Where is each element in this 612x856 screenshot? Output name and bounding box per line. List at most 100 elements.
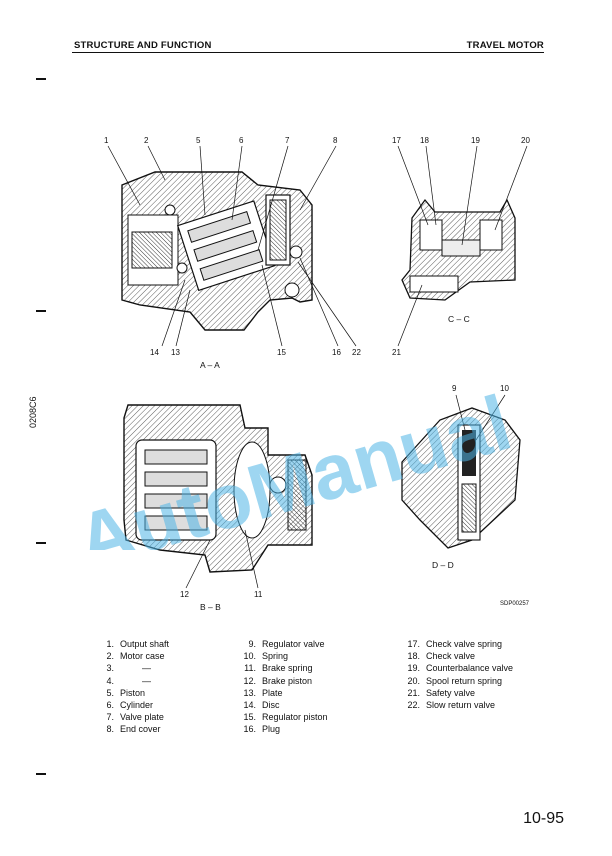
- legend-text: Spring: [262, 651, 289, 662]
- legend-text: Safety valve: [426, 687, 476, 698]
- legend-number: 10.: [243, 651, 256, 662]
- legend-number: 22.: [407, 700, 420, 711]
- legend-text: Regulator piston: [262, 712, 328, 723]
- section-title-cc: C – C: [448, 314, 470, 324]
- margin-mark: [36, 542, 46, 544]
- legend-number: 15.: [243, 712, 256, 723]
- legend-item: 5. Piston: [96, 687, 169, 699]
- legend-item: 11. Brake spring: [238, 662, 328, 674]
- callout-label: 9: [452, 384, 457, 393]
- legend-number: 9.: [248, 639, 256, 649]
- legend-item: 15. Regulator piston: [238, 711, 328, 723]
- legend-item: 4.—: [96, 675, 169, 687]
- chapter-header: TRAVEL MOTOR: [466, 40, 544, 51]
- legend-number: 3.: [106, 663, 114, 674]
- legend-number: 11.: [244, 663, 256, 674]
- legend-text: Brake spring: [262, 663, 313, 674]
- legend-text: —: [142, 663, 151, 674]
- callout-label: 11: [254, 590, 263, 599]
- legend-item: 22. Slow return valve: [402, 699, 513, 711]
- legend-number: 13.: [243, 687, 256, 698]
- legend-text: —: [142, 675, 151, 686]
- legend-text: Piston: [120, 687, 146, 698]
- legend-number: 14.: [243, 700, 256, 711]
- legend-text: Counterbalance valve: [426, 663, 514, 674]
- legend-item: 14.Disc: [238, 699, 328, 711]
- section-dd-view: [401, 394, 521, 549]
- section-title-aa: A – A: [200, 360, 220, 370]
- margin-mark: [36, 78, 46, 80]
- legend-text: Spool return spring: [426, 675, 503, 686]
- legend-item: 3. —: [96, 662, 169, 674]
- callout-label: 6: [239, 136, 244, 145]
- callout-label: 8: [333, 136, 338, 145]
- legend-item: 13. Plate: [238, 687, 328, 699]
- legend-number: 6.: [106, 700, 114, 711]
- legend-text: End cover: [120, 724, 161, 735]
- legend-item: 18. Check valve: [402, 650, 513, 662]
- page-number: 10-95: [523, 810, 564, 827]
- legend-item: 8. End cover: [96, 723, 169, 735]
- legend-text: Motor case: [120, 651, 165, 662]
- legend-number: 21.: [407, 687, 420, 698]
- margin-mark: [36, 773, 46, 775]
- legend-number: 5.: [106, 687, 114, 698]
- section-title-bb: B – B: [200, 602, 221, 612]
- section-aa-view: [107, 145, 357, 347]
- legend-number: 7.: [106, 712, 114, 723]
- callout-label: 7: [285, 136, 290, 145]
- callout-label: 5: [196, 136, 201, 145]
- legend-column-1: 1. Output shaft 2. Motor case 3. — 4.— 5. Pi…: [96, 638, 169, 736]
- legend-number: 2.: [106, 651, 114, 662]
- callout-label: 14: [150, 348, 159, 357]
- legend-number: 19.: [407, 663, 420, 674]
- callout-label: 16: [332, 348, 341, 357]
- header-rule: [72, 52, 544, 53]
- legend-number: 16.: [243, 724, 256, 735]
- section-header: STRUCTURE AND FUNCTION: [74, 40, 212, 51]
- legend-number: 12.: [243, 675, 256, 686]
- legend-text: Output shaft: [120, 639, 170, 649]
- legend-item: 12. Brake piston: [238, 675, 328, 687]
- legend-text: Regulator valve: [262, 639, 325, 649]
- legend-text: Slow return valve: [426, 700, 496, 711]
- legend-item: 10. Spring: [238, 650, 328, 662]
- legend-number: 20.: [407, 675, 420, 686]
- callout-label: 18: [420, 136, 429, 145]
- callout-label: 12: [180, 590, 189, 599]
- callout-label: 10: [500, 384, 509, 393]
- drawing-code: SDP00257: [500, 601, 530, 607]
- legend-item: 20. Spool return spring: [402, 675, 513, 687]
- legend-item: 2. Motor case: [96, 650, 169, 662]
- legend-item: 16.Plug: [238, 723, 328, 735]
- legend-item: 1. Output shaft: [96, 638, 169, 650]
- callout-label: 21: [392, 348, 401, 357]
- callout-label: 20: [521, 136, 530, 145]
- section-cc-view: [397, 145, 528, 347]
- legend-column-3: 17. Check valve spring 18. Check valve 19.…: [402, 638, 513, 711]
- legend-item: 6. Cylinder: [96, 699, 169, 711]
- margin-mark: [36, 310, 46, 312]
- legend-number: 17.: [407, 639, 420, 649]
- section-title-dd: D – D: [432, 560, 454, 570]
- legend-number: 18.: [407, 651, 420, 662]
- legend-number: 8.: [106, 724, 114, 735]
- legend-number: 1.: [106, 639, 114, 649]
- legend-item: 17. Check valve spring: [402, 638, 513, 650]
- legend-text: Brake piston: [262, 675, 313, 686]
- legend-text: Cylinder: [120, 700, 154, 711]
- callout-label: 15: [277, 348, 286, 357]
- legend-text: Check valve: [426, 651, 476, 662]
- section-bb-view: [123, 404, 313, 589]
- callout-label: 22: [352, 348, 361, 357]
- legend-text: Check valve spring: [426, 639, 503, 649]
- legend-text: Valve plate: [120, 712, 164, 723]
- legend-item: 21. Safety valve: [402, 687, 513, 699]
- callout-label: 13: [171, 348, 180, 357]
- callout-label: 17: [392, 136, 401, 145]
- legend-text: Plate: [262, 687, 283, 698]
- legend-column-2: 9. Regulator valve 10. Spring 11. Brake spr…: [238, 638, 328, 736]
- callout-label: 2: [144, 136, 149, 145]
- callout-label: 1: [104, 136, 109, 145]
